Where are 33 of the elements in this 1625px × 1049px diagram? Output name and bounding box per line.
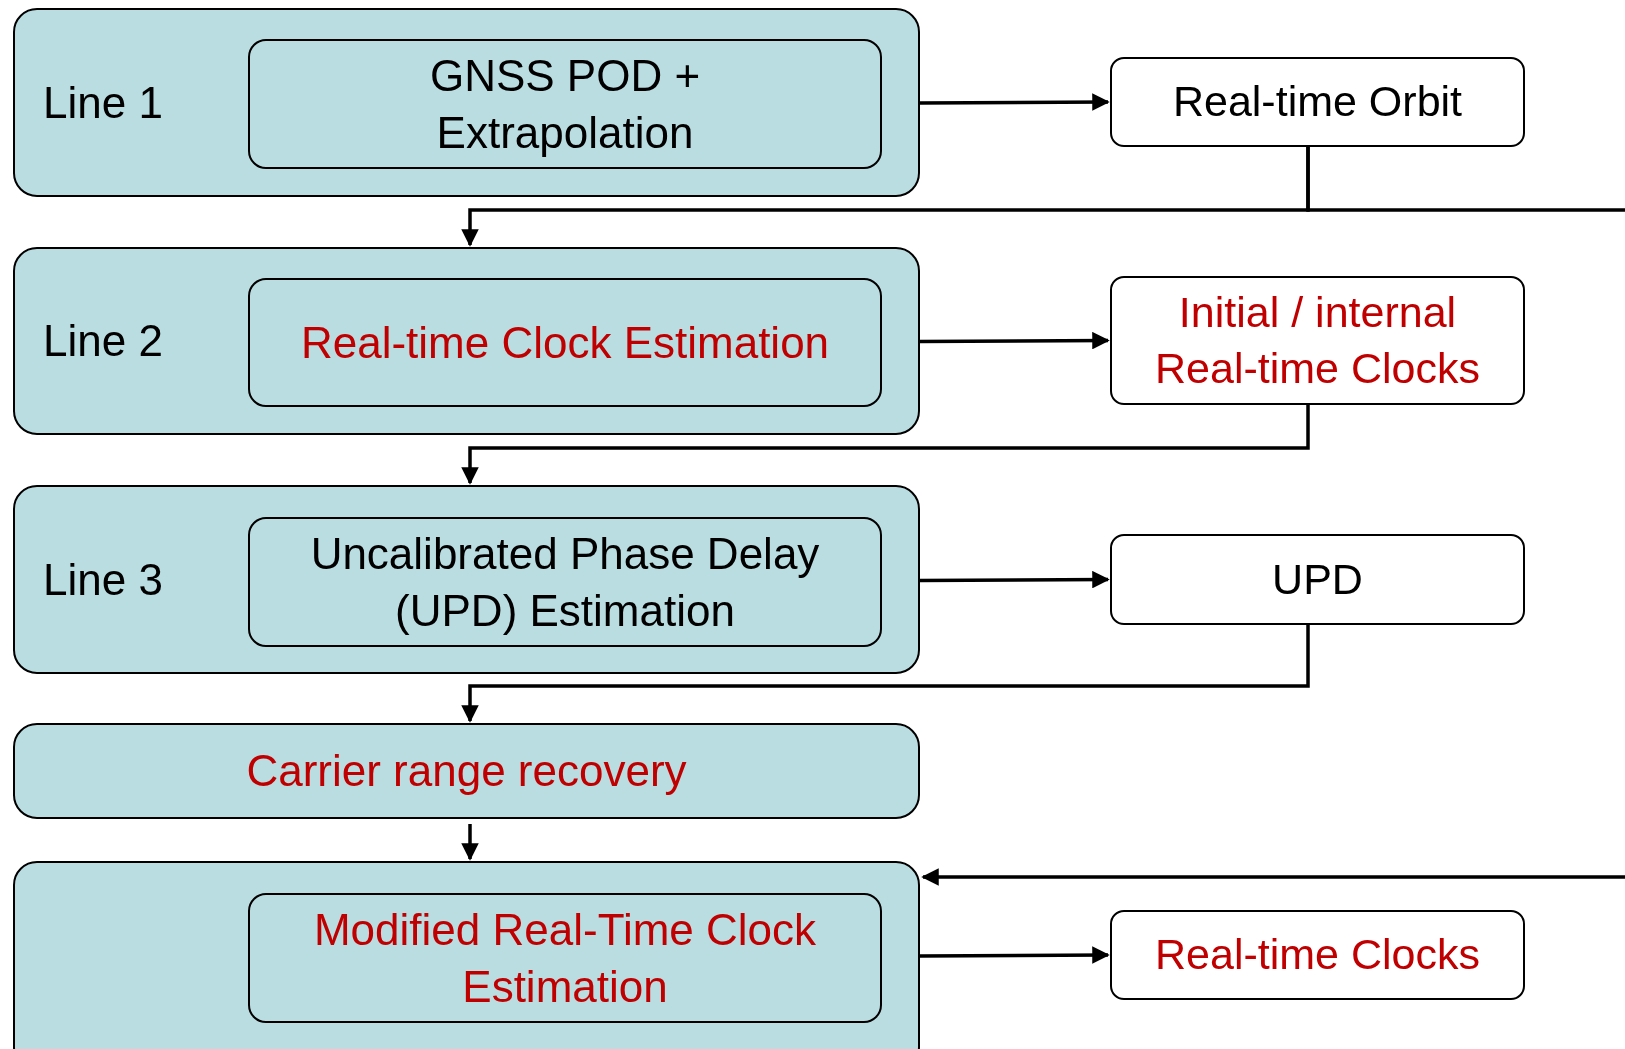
process-box: [248, 893, 882, 1023]
output-box: [1110, 910, 1525, 1000]
arrow: [920, 331, 1110, 350]
box-label: Carrier range recovery: [245, 745, 688, 798]
process-band: [13, 861, 920, 1049]
line-label: Line 1: [43, 76, 163, 129]
box-label: Initial / internal Real-time Clocks: [1154, 286, 1481, 394]
arrow: [920, 93, 1110, 111]
arrow: [461, 824, 479, 861]
process-box: [248, 39, 882, 169]
box-label: Real-time Clocks: [1154, 929, 1481, 981]
output-box: [1110, 276, 1525, 405]
box-label: Modified Real-Time Clock Estimation: [312, 903, 818, 1013]
arrow: [920, 946, 1110, 964]
box-label: Real-time Clock Estimation: [299, 316, 831, 369]
process-band: [13, 723, 920, 819]
box-label: GNSS POD + Extrapolation: [428, 49, 702, 159]
box-label: UPD: [1271, 553, 1364, 605]
arrow: [920, 570, 1110, 589]
arrow: [461, 405, 1310, 485]
line-label: Line 3: [43, 553, 163, 606]
process-band: [13, 247, 920, 435]
box-label: Uncalibrated Phase Delay (UPD) Estimation: [309, 527, 821, 637]
box-label: Real-time Orbit: [1171, 76, 1464, 128]
output-box: [1110, 534, 1525, 625]
line-label: Line 2: [43, 315, 163, 367]
arrow: [461, 625, 1310, 723]
output-box: [1110, 57, 1525, 147]
process-box: [248, 278, 882, 407]
process-band: [13, 8, 920, 197]
process-box: [248, 517, 882, 647]
process-band: [13, 485, 920, 674]
arrow: [921, 147, 1625, 886]
